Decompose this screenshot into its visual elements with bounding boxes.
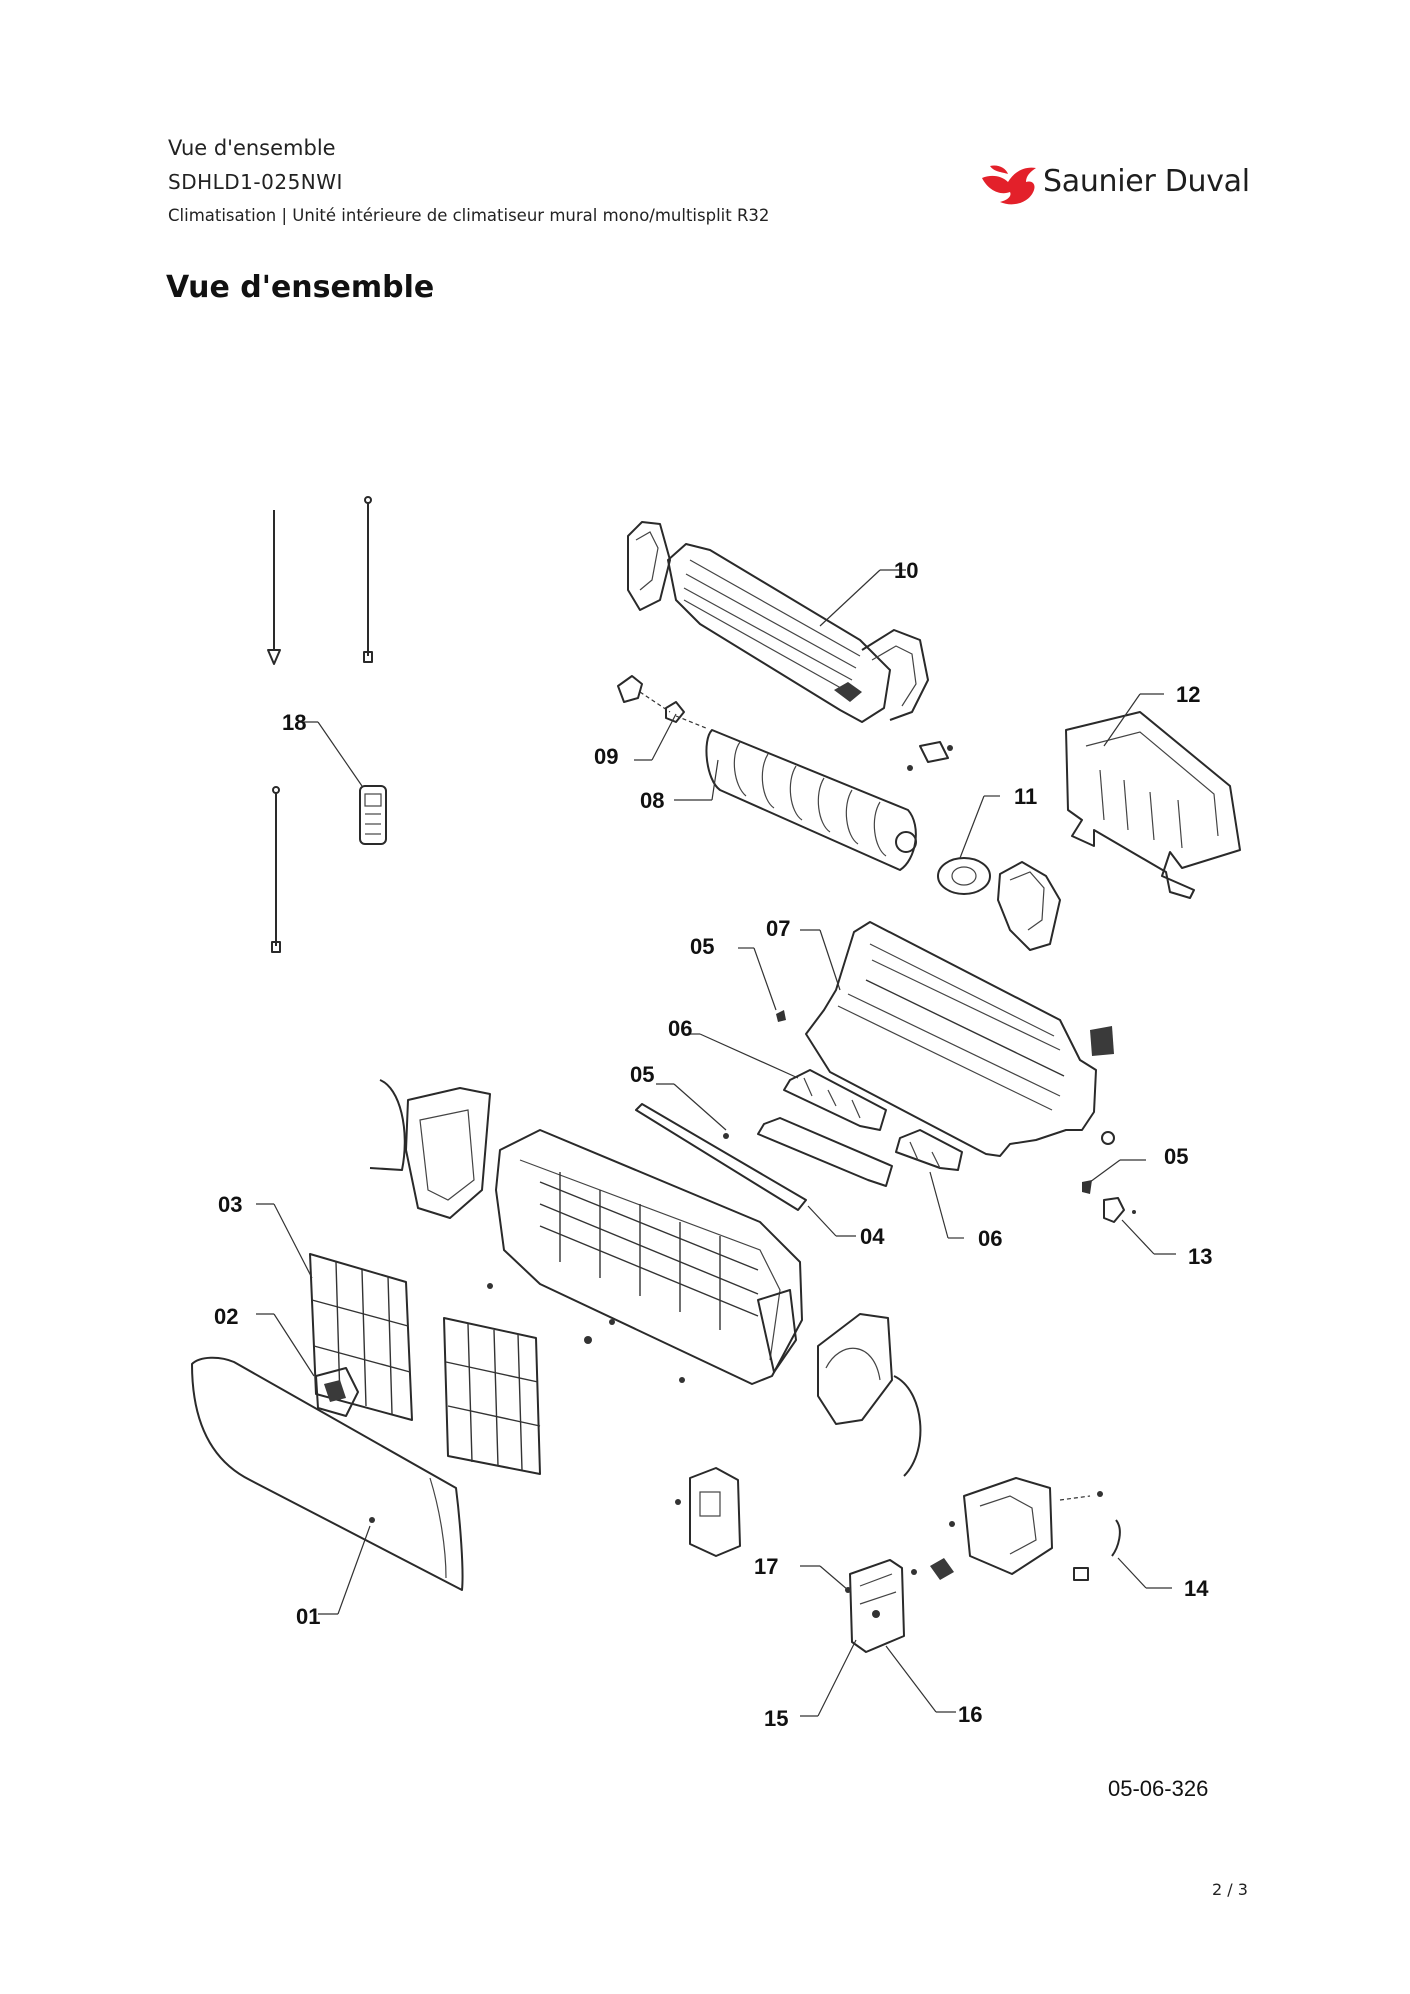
part-18-cables-remote — [267, 496, 387, 953]
part-17-control-box-cover — [675, 1467, 741, 1557]
callout-05b: 05 — [630, 1062, 654, 1087]
callout-06a: 06 — [668, 1016, 692, 1041]
part-11-fan-motor — [937, 795, 1061, 951]
callout-15: 15 — [764, 1706, 788, 1731]
part-15-16-pcb — [800, 1559, 956, 1717]
callout-02: 02 — [214, 1304, 238, 1329]
callout-18: 18 — [282, 710, 306, 735]
callout-12: 12 — [1176, 682, 1200, 707]
header-model-number: SDHLD1-025NWI — [168, 170, 343, 194]
part-01-front-cover — [191, 1356, 464, 1615]
part-09-bearing — [617, 675, 707, 761]
page-title: Vue d'ensemble — [166, 270, 435, 305]
brand-name: Saunier Duval — [1043, 164, 1250, 199]
part-03-air-filters — [256, 1203, 541, 1475]
part-12-mounting-plate — [1065, 693, 1241, 899]
side-cover-left — [369, 1079, 491, 1219]
drawing-reference: 05-06-326 — [1108, 1776, 1209, 1801]
callout-09: 09 — [594, 744, 618, 769]
header-section-title: Vue d'ensemble — [168, 136, 336, 160]
saunier-duval-logo-icon — [982, 165, 1036, 205]
part-10-evaporator — [627, 521, 953, 771]
part-13-sensor-bracket — [1103, 1197, 1176, 1255]
callout-06b: 06 — [978, 1226, 1002, 1251]
part-05-screws — [656, 947, 1146, 1194]
callout-05a: 05 — [690, 934, 714, 959]
page-number: 2 / 3 — [1212, 1880, 1248, 1899]
callout-07: 07 — [766, 916, 790, 941]
callout-11: 11 — [1014, 784, 1037, 809]
callout-10: 10 — [894, 558, 918, 583]
callout-16: 16 — [958, 1702, 982, 1727]
part-08-cross-flow-fan — [674, 729, 917, 871]
part-02-display-board — [256, 1313, 359, 1417]
callout-05c: 05 — [1164, 1144, 1188, 1169]
side-cover-right — [817, 1313, 922, 1477]
callout-17: 17 — [754, 1554, 778, 1579]
callout-13: 13 — [1188, 1244, 1212, 1269]
part-front-panel-body — [487, 1129, 803, 1385]
callout-03: 03 — [218, 1192, 242, 1217]
part-04-horizontal-vane — [635, 1103, 893, 1237]
part-06-louvres — [684, 1033, 964, 1239]
callout-04: 04 — [860, 1224, 885, 1249]
part-07-chassis — [800, 921, 1115, 1157]
header-category: Climatisation | Unité intérieure de clim… — [168, 206, 770, 225]
part-14-electrical-box — [911, 1477, 1172, 1589]
callout-14: 14 — [1184, 1576, 1209, 1601]
callout-01: 01 — [296, 1604, 320, 1629]
callout-08: 08 — [640, 788, 664, 813]
